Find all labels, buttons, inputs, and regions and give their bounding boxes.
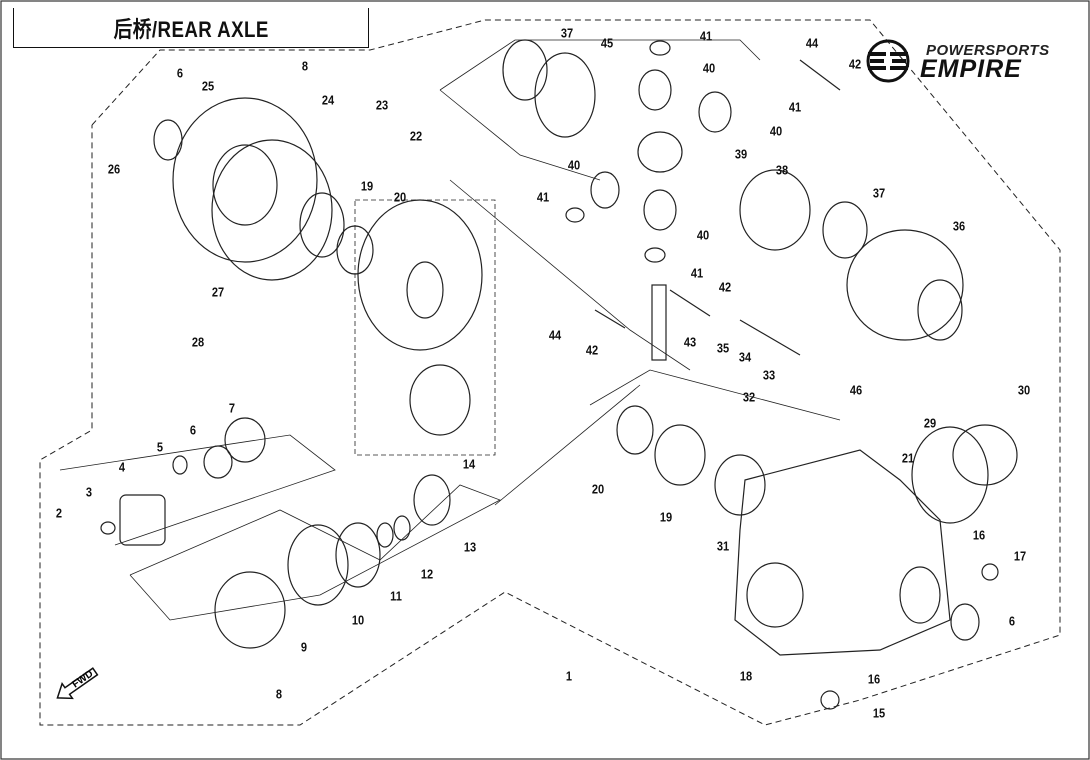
callout: 41 — [690, 265, 704, 281]
callout: 43 — [683, 334, 697, 350]
group-outlines — [59, 39, 841, 621]
callout: 30 — [1017, 382, 1031, 398]
callout: 40 — [702, 60, 716, 76]
logo-line2: EMPIRE — [920, 55, 1022, 83]
callout: 21 — [901, 450, 915, 466]
callout: 18 — [739, 668, 753, 684]
callout: 16 — [867, 671, 881, 687]
brand-logo: POWERSPORTS EMPIRE — [862, 38, 1062, 84]
callout: 13 — [463, 539, 477, 555]
callout: 40 — [567, 157, 581, 173]
arrow-icon — [56, 667, 99, 700]
callout: 19 — [659, 509, 673, 525]
callout: 40 — [696, 227, 710, 243]
callout: 28 — [191, 334, 205, 350]
callout: 25 — [201, 78, 215, 94]
title-box: 后桥/REAR AXLE — [13, 8, 369, 48]
callout: 6 — [176, 65, 184, 81]
callout: 42 — [718, 279, 732, 295]
callout: 6 — [189, 422, 197, 438]
callout: 14 — [462, 456, 476, 472]
callout: 41 — [536, 189, 550, 205]
callout: 39 — [734, 146, 748, 162]
callout: 19 — [360, 178, 374, 194]
callout: 31 — [716, 538, 730, 554]
callout: 12 — [420, 566, 434, 582]
callout: 44 — [548, 327, 562, 343]
callout: 9 — [300, 639, 308, 655]
callout: 15 — [872, 705, 886, 721]
callout: 44 — [805, 35, 819, 51]
callout: 4 — [118, 459, 126, 475]
callout: 10 — [351, 612, 365, 628]
logo-emblem-icon — [866, 39, 910, 83]
callout: 42 — [585, 342, 599, 358]
callout: 22 — [409, 128, 423, 144]
callout: 34 — [738, 349, 752, 365]
callout: 46 — [849, 382, 863, 398]
callout: 1 — [565, 668, 573, 684]
callout: 40 — [769, 123, 783, 139]
fwd-arrow: FWD — [56, 667, 99, 700]
callout: 32 — [742, 389, 756, 405]
callout: 41 — [788, 99, 802, 115]
callout: 20 — [393, 189, 407, 205]
callout: 23 — [375, 97, 389, 113]
callout: 11 — [390, 588, 402, 604]
assembly-outline — [39, 19, 1061, 726]
callout: 35 — [716, 340, 730, 356]
callout: 2 — [55, 505, 63, 521]
callout: 27 — [211, 284, 225, 300]
callout: 42 — [848, 56, 862, 72]
callout: 17 — [1013, 548, 1027, 564]
callout: 5 — [156, 439, 164, 455]
callout: 7 — [228, 400, 236, 416]
callout: 37 — [872, 185, 886, 201]
callout: 37 — [560, 25, 574, 41]
callout: 3 — [85, 484, 93, 500]
logo-line1: POWERSPORTS — [926, 42, 1050, 59]
parts — [100, 39, 1018, 710]
callout: 33 — [762, 367, 776, 383]
diagram-title: 后桥/REAR AXLE — [113, 16, 269, 42]
callout: 41 — [699, 28, 713, 44]
callout: 29 — [923, 415, 937, 431]
callout: 24 — [321, 92, 335, 108]
callout: 36 — [952, 218, 966, 234]
callout: 26 — [107, 161, 121, 177]
callout: 45 — [600, 35, 614, 51]
callout: 38 — [775, 162, 789, 178]
callout: 16 — [972, 527, 986, 543]
callout: 20 — [591, 481, 605, 497]
callout: 8 — [275, 686, 283, 702]
callout: 8 — [301, 58, 309, 74]
callout: 6 — [1008, 613, 1016, 629]
